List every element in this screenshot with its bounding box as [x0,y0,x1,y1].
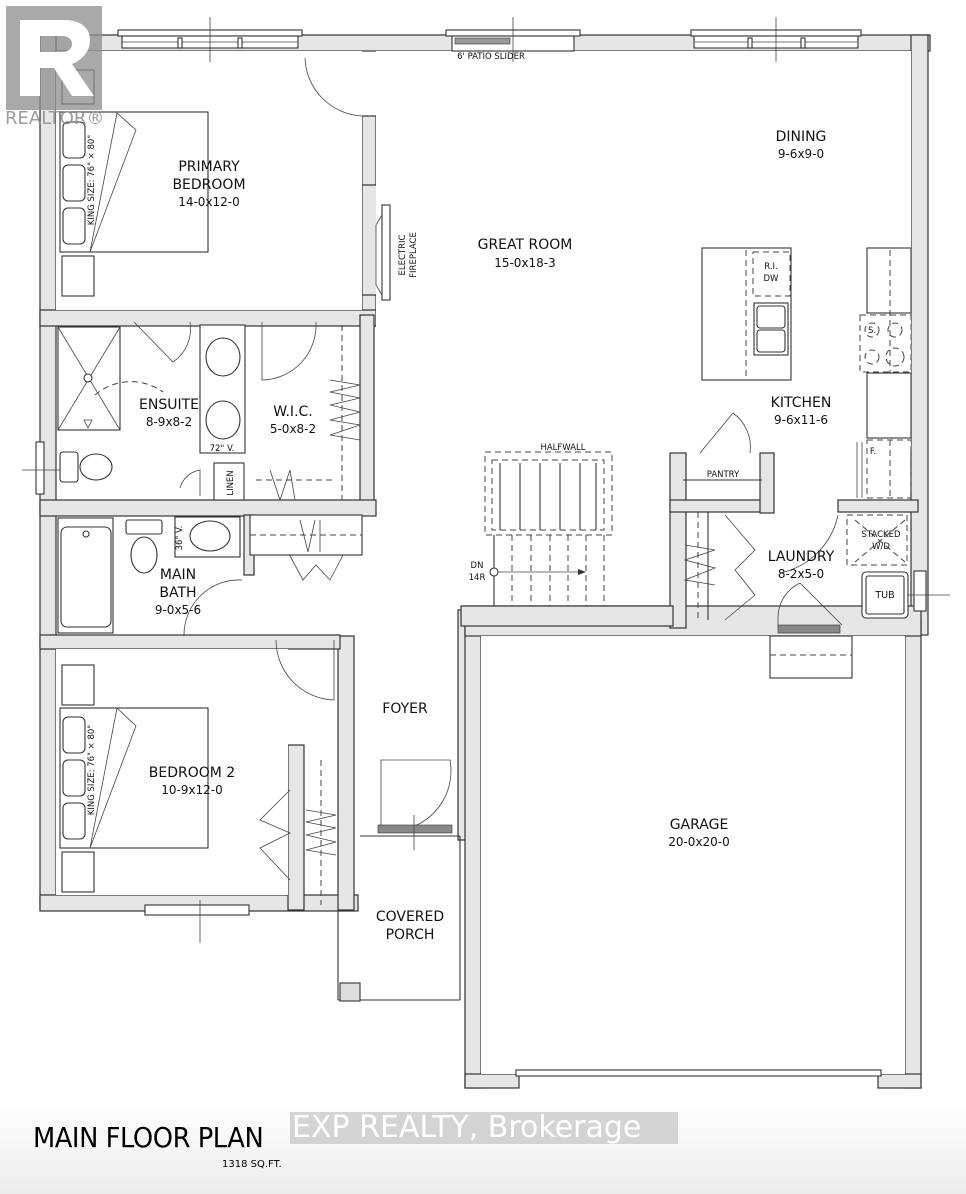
bedroom2-bed: KING SIZE: 76" × 80" [59,664,209,893]
ensuite-dim: 8-9x8-2 [146,415,192,429]
fireplace-label-2: FIREPLACE [409,232,419,278]
stove-label: S. [868,326,876,336]
electric-fireplace [375,204,391,301]
dishwasher-label-2: DW [764,274,780,284]
kitchen-counters [856,247,912,500]
dining-name: DINING [776,129,827,145]
dining-dim: 9-6x9-0 [778,147,824,161]
ensuite-name: ENSUITE [139,397,199,413]
main-bath-name-2: BATH [159,585,196,601]
covered-porch-name-2: PORCH [386,927,435,943]
wic-dim: 5-0x8-2 [270,422,316,436]
window-bedroom2 [144,900,250,943]
bedroom2-name: BEDROOM 2 [149,765,235,781]
stairs [484,451,613,606]
realtor-logo-text: REALTOR® [5,108,105,129]
wic-name: W.I.C. [273,404,313,420]
fireplace-label-1: ELECTRIC [398,234,408,275]
tub-label: TUB [874,590,894,601]
covered-porch-name-1: COVERED [376,909,444,925]
doors [133,57,853,881]
primary-bedroom-dim: 14-0x12-0 [178,195,240,209]
window-patio-slider [445,17,581,62]
primary-bedroom-name-2: BEDROOM [172,177,245,193]
great-room-name: GREAT ROOM [478,237,573,253]
ensuite-vanity [199,324,246,501]
primary-bedroom-name-1: PRIMARY [178,159,240,175]
covered-porch [337,835,461,1002]
wic-shelving [256,325,361,502]
shower [57,326,164,431]
halfwall-label: HALFWALL [540,443,585,453]
bedroom2-closet-shelving [305,760,337,905]
bed-size-label: KING SIZE: 76" × 80" [87,135,97,225]
realtor-logo-icon [6,6,102,110]
kitchen-dim: 9-6x11-6 [774,413,828,427]
window-primary-bedroom [117,17,303,62]
window-dining [690,17,862,62]
plan-title: MAIN FLOOR PLAN [33,1121,264,1154]
ensuite-toilet [59,451,113,483]
dishwasher-label-1: R.I. [764,262,778,272]
kitchen-island [701,247,792,381]
bath-vanity-label: 36" V. [175,526,185,551]
linen-label: LINEN [226,470,236,495]
room-floors [56,51,911,1074]
window-ensuite [22,441,64,495]
patio-slider-label: 6' PATIO SLIDER [457,52,525,62]
pantry-label: PANTRY [707,470,740,480]
bed-size-label-2: KING SIZE: 76" × 80" [87,725,97,815]
main-bath-name-1: MAIN [160,567,196,583]
great-room-dim: 15-0x18-3 [494,256,556,270]
garage-door [515,1069,882,1077]
laundry-name: LAUNDRY [768,549,835,565]
fridge-label: F. [870,447,876,457]
main-bath-vanity [174,516,241,558]
stairs-label-2: 14R [469,573,486,583]
bedroom2-dim: 10-9x12-0 [161,783,223,797]
laundry-fixtures [683,512,909,620]
laundry-dim: 8-2x5-0 [778,567,824,581]
foyer-name: FOYER [382,701,428,717]
bathtub [57,517,114,634]
stacked-wd-label-2: W/D [872,542,890,552]
stacked-wd-label-1: STACKED [861,530,900,540]
garage-dim: 20-0x20-0 [668,835,730,849]
main-bath-dim: 9-0x5-6 [155,603,201,617]
main-bath-toilet [125,519,163,574]
ensuite-vanity-label: 72" V. [210,444,235,454]
windows [22,17,950,1077]
garage-name: GARAGE [670,817,729,833]
plan-area: 1318 SQ.FT. [222,1159,282,1170]
room-labels: PRIMARY BEDROOM 14-0x12-0 GREAT ROOM 15-… [139,129,835,943]
stairs-label-1: DN [471,561,484,571]
linen-shelving [249,514,363,556]
brokerage-watermark: EXP REALTY, Brokerage [290,1112,678,1144]
annotation-labels: 6' PATIO SLIDER ELECTRIC FIREPLACE R.I. … [175,52,901,601]
kitchen-name: KITCHEN [771,395,832,411]
